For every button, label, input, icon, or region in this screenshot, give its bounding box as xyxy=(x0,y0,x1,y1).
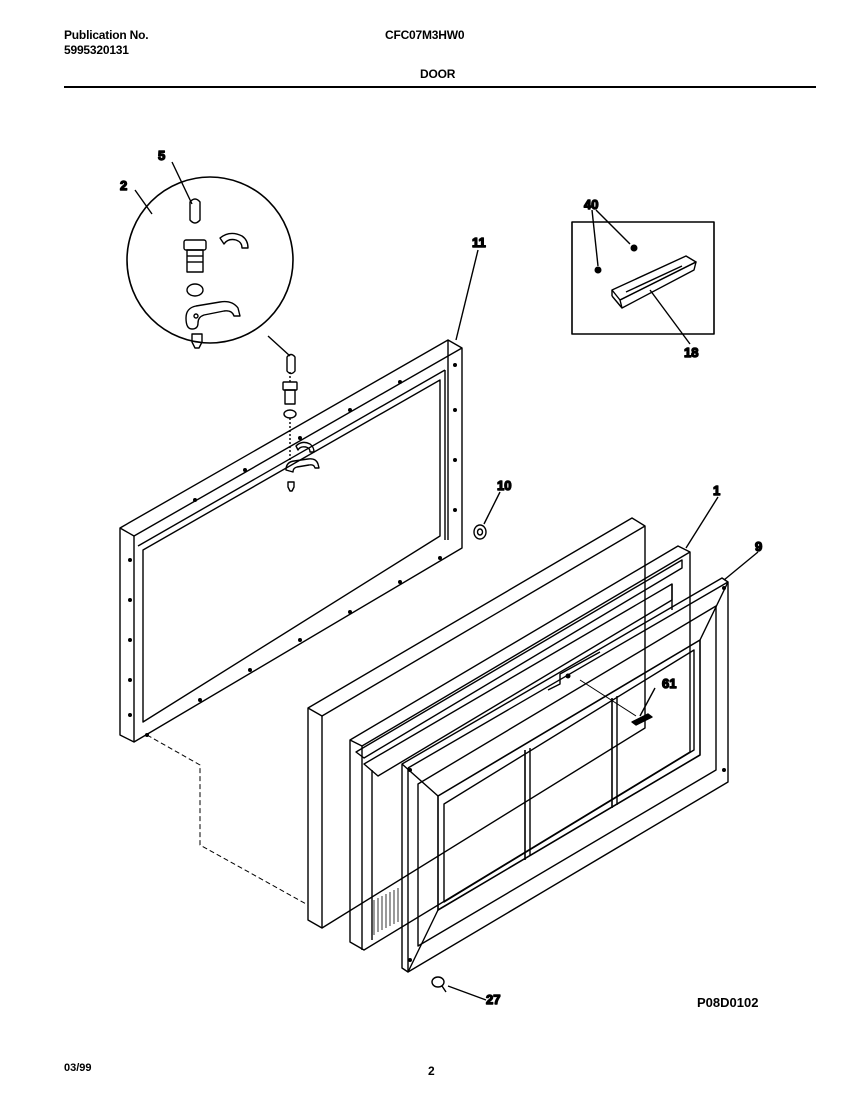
leader-circle xyxy=(267,335,291,357)
leader-11 xyxy=(455,249,479,341)
publication-label: Publication No. xyxy=(64,28,149,42)
leader-40b xyxy=(595,209,631,245)
handle-inset-box xyxy=(571,221,715,335)
door-liner-9 xyxy=(401,577,729,973)
callout-61: 61 xyxy=(662,676,676,691)
leader-1 xyxy=(685,496,719,549)
leader-2 xyxy=(134,189,153,215)
callout-2: 2 xyxy=(120,178,127,193)
callout-40: 40 xyxy=(584,197,598,212)
handle-guide xyxy=(579,679,637,717)
door-frame-11 xyxy=(119,339,463,743)
leader-40a xyxy=(591,209,599,267)
page-number: 2 xyxy=(428,1064,435,1078)
model-number: CFC07M3HW0 xyxy=(385,28,465,42)
callout-1: 1 xyxy=(713,483,720,498)
callout-11: 11 xyxy=(472,235,486,250)
callout-27: 27 xyxy=(486,992,500,1007)
bumper-10 xyxy=(473,524,487,540)
hinge-assembly xyxy=(282,353,320,492)
leader-61 xyxy=(639,687,656,717)
leader-18 xyxy=(649,289,691,345)
alignment-line xyxy=(146,734,309,906)
header-rule xyxy=(64,86,816,88)
leader-5 xyxy=(171,161,193,205)
figure-code: P08D0102 xyxy=(697,995,759,1010)
screw-27 xyxy=(431,976,447,993)
insulation-block xyxy=(307,517,646,929)
revision-date: 03/99 xyxy=(64,1062,92,1074)
callout-10: 10 xyxy=(497,478,511,493)
publication-number: 5995320131 xyxy=(64,43,129,57)
callout-18: 18 xyxy=(684,345,698,360)
callout-9: 9 xyxy=(755,539,762,554)
leader-10 xyxy=(483,491,501,525)
callout-5: 5 xyxy=(158,148,165,163)
section-title: DOOR xyxy=(420,67,456,81)
leader-9 xyxy=(723,551,759,581)
leader-27 xyxy=(447,985,487,1001)
hinge-detail-circle xyxy=(126,176,294,349)
